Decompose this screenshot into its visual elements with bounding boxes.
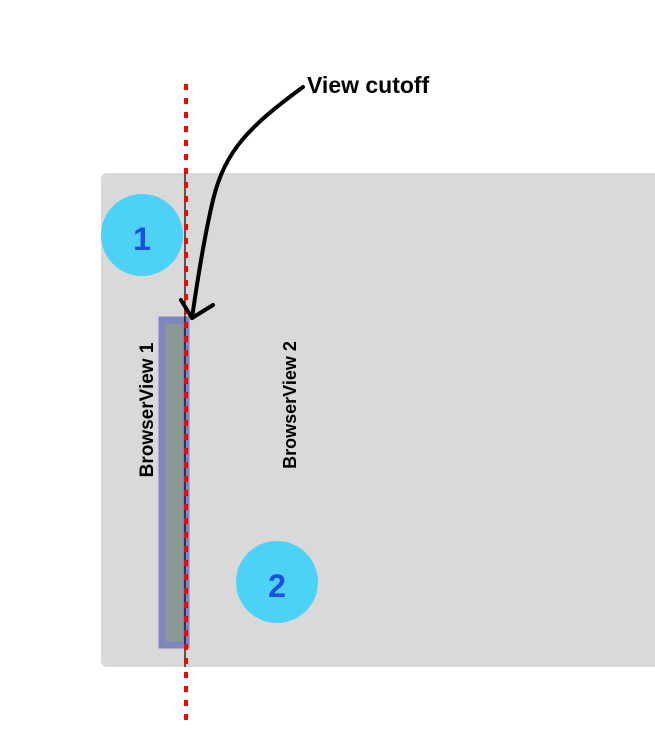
marker-1-circle	[101, 194, 183, 276]
marker-1-label: 1	[133, 221, 151, 257]
browser-view-2-label: BrowserView 2	[280, 341, 300, 469]
marker-2-circle	[236, 541, 318, 623]
cutoff-arrow	[190, 85, 305, 320]
browser-view-1-label: BrowserView 1	[137, 342, 158, 477]
window-container	[101, 173, 655, 667]
view-cutoff-annotation: View cutoff	[307, 72, 430, 98]
browser-view-1-strip	[158, 316, 190, 649]
cutoff-arrowhead-icon	[179, 298, 215, 320]
marker-2-label: 2	[268, 568, 286, 604]
